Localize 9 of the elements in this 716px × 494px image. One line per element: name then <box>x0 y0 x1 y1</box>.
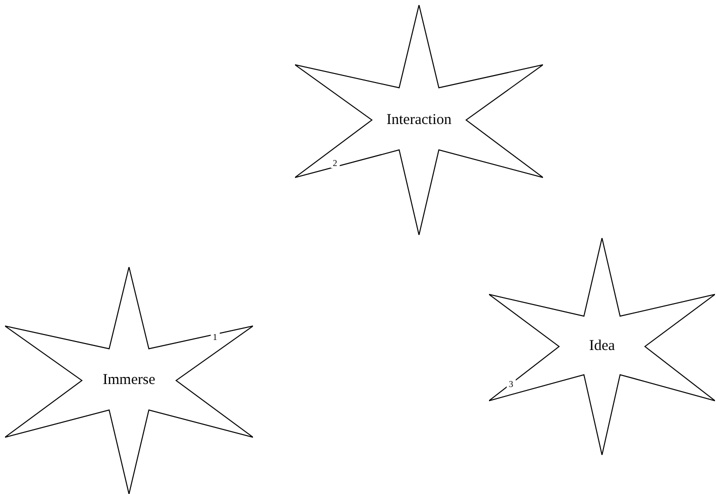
node-label: Idea <box>589 337 615 356</box>
star-shape <box>5 267 253 494</box>
star-shape <box>489 238 715 455</box>
node-label: Immerse <box>102 371 156 390</box>
callout-number: 1 <box>210 332 220 342</box>
callout-number: 2 <box>330 158 340 168</box>
callout-number: 3 <box>506 379 516 389</box>
star-shape <box>295 5 543 235</box>
node-label: Interaction <box>386 110 452 130</box>
